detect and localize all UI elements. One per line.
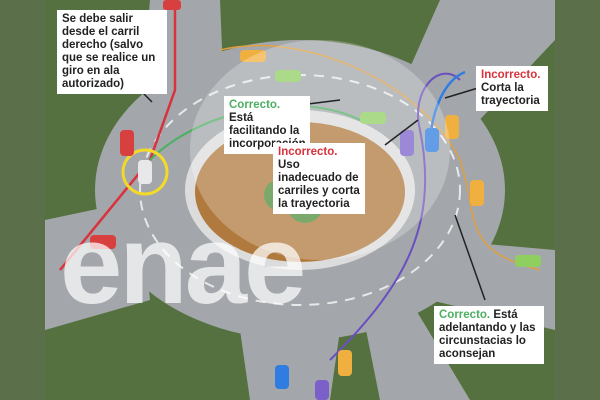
note-text: Está adelantando y las circunstacias lo … (439, 309, 536, 360)
verdict-incorrect: Incorrecto. (481, 69, 541, 81)
note-text: Corta la trayectoria (481, 82, 540, 107)
note-cuts-path: Incorrecto. Corta la trayectoria (476, 66, 548, 111)
verdict-correct: Correcto. (439, 309, 491, 321)
purple-path (329, 72, 461, 361)
highlight-circle (121, 148, 169, 196)
note-exit-right-lane: Se debe salir desde el carril derecho (s… (57, 10, 167, 94)
note-text: Uso inadecuado de carriles y corta la tr… (278, 159, 360, 210)
verdict-correct: Correcto. (229, 99, 281, 111)
red-path (59, 10, 177, 271)
watermark-logo: enae (60, 202, 306, 327)
verdict-incorrect: Incorrecto. (278, 146, 338, 158)
cars (90, 0, 541, 400)
note-improper-lanes: Incorrecto. Uso inadecuado de carriles y… (273, 143, 365, 214)
note-overtaking: Correcto. Está adelantando y las circuns… (434, 306, 544, 364)
